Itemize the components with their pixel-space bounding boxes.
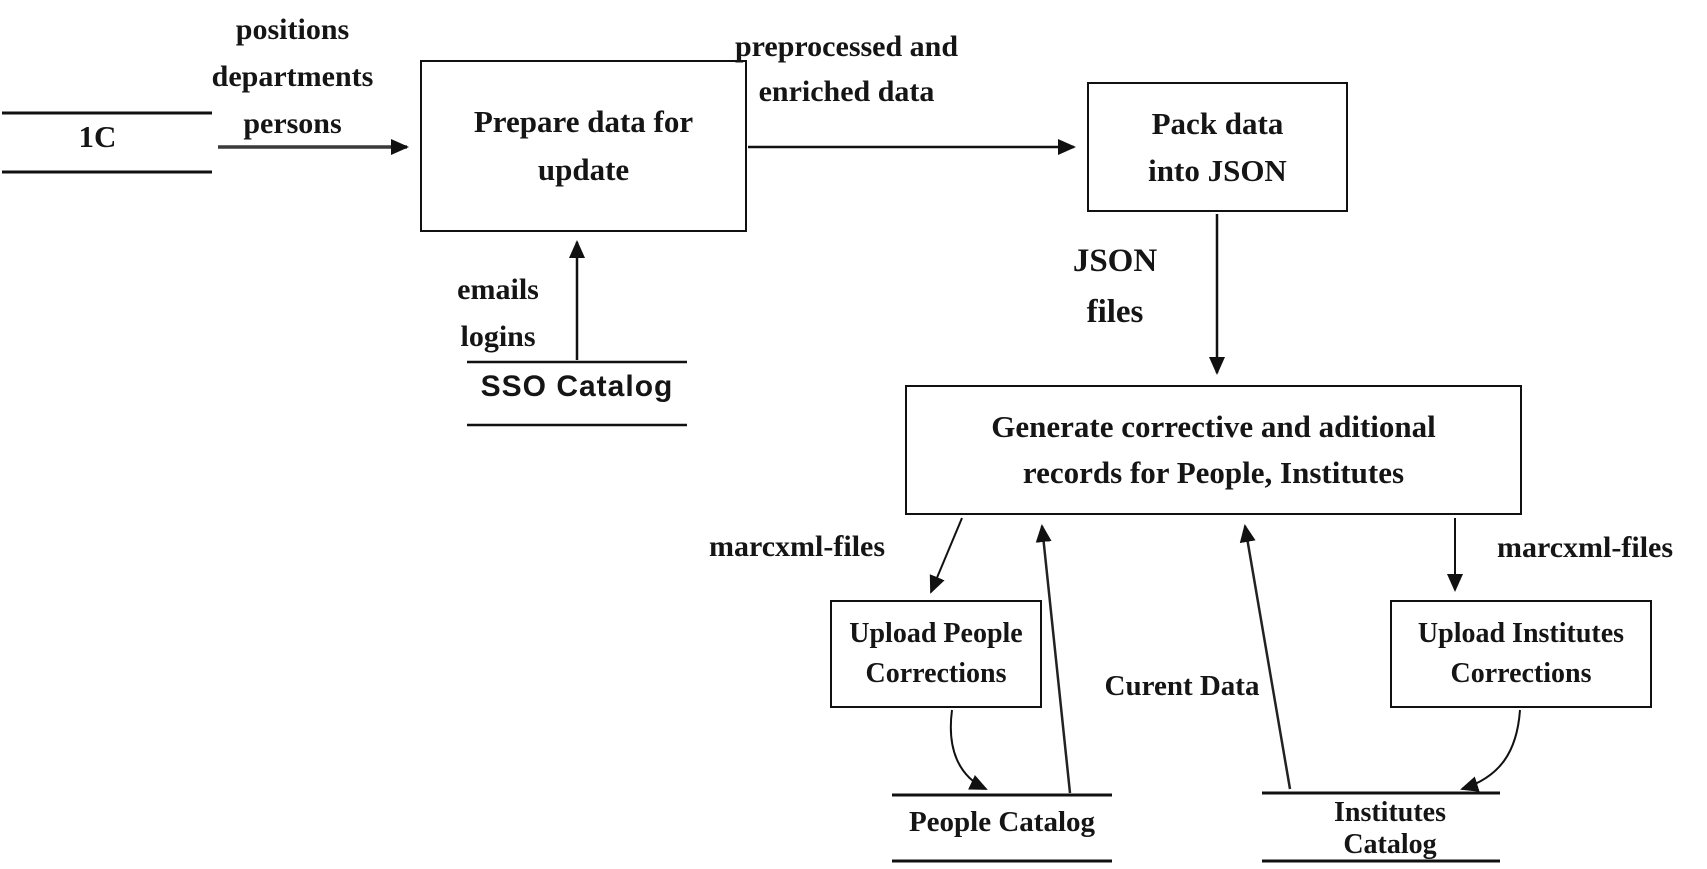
flow-label-emails: emails [457,273,539,306]
flow-arrow-institutes-catalog-to-generate [1239,524,1292,790]
flow-label-json-files: JSON files [1040,236,1190,338]
process-pack-label-line2: into JSON [1148,153,1287,188]
process-prepare-label-line2: update [537,152,630,187]
process-prepare-data-box: Prepare data for update [420,60,747,232]
flow-label-marcxml-files-right: marcxml-files [1496,531,1674,564]
store-people-catalog-label: People Catalog [908,806,1096,838]
process-upload-people-label-line1: Upload People [849,618,1023,649]
flow-arrow-generate-to-upload-people [929,517,963,594]
process-upload-institutes-label-line2: Corrections [1450,658,1592,689]
store-institutes-catalog-label-line2: Catalog [1343,829,1437,860]
flow-label-emails-logins: emails logins [428,266,568,360]
flow-arrow-upload-people-to-catalog [949,709,988,790]
process-upload-people-corrections-box: Upload People Corrections [830,600,1042,708]
store-institutes-catalog-label-line1: Institutes [1333,797,1446,828]
process-pack-label-line1: Pack data [1151,106,1284,141]
process-upload-institutes-corrections-box: Upload Institutes Corrections [1390,600,1652,708]
flow-label-json: JSON [1072,243,1158,279]
flow-label-files: files [1086,294,1144,330]
flow-arrow-upload-institutes-to-catalog [1460,709,1521,792]
flow-label-preprocessed-line1: preprocessed and [734,30,959,63]
flow-label-marcxml-files-left: marcxml-files [708,530,886,563]
flow-label-departments: departments [211,60,374,93]
flow-label-current-data: Curent Data [1104,670,1260,702]
flow-label-preprocessed-line2: enriched data [758,75,935,108]
process-generate-records-box: Generate corrective and aditional record… [905,385,1522,515]
flow-label-persons: persons [243,107,342,140]
process-generate-label-line1: Generate corrective and aditional [991,409,1436,444]
flow-arrow-people-catalog-to-generate [1035,524,1072,794]
process-pack-json-box: Pack data into JSON [1087,82,1348,212]
entity-1c-label: 1C [78,119,117,154]
process-upload-people-label-line2: Corrections [865,658,1007,689]
flow-label-positions-departments-persons: positions departments persons [170,6,415,147]
flow-label-preprocessed-enriched-data: preprocessed and enriched data [719,24,974,114]
process-upload-institutes-label-line1: Upload Institutes [1417,618,1625,649]
flow-label-logins: logins [460,320,536,353]
store-institutes-catalog-label: Institutes Catalog [1290,797,1490,861]
process-prepare-label-line1: Prepare data for [473,104,694,139]
process-generate-label-line2: records for People, Institutes [1022,455,1405,490]
store-sso-catalog-label: SSO Catalog [480,370,674,403]
flow-label-positions: positions [235,13,350,46]
